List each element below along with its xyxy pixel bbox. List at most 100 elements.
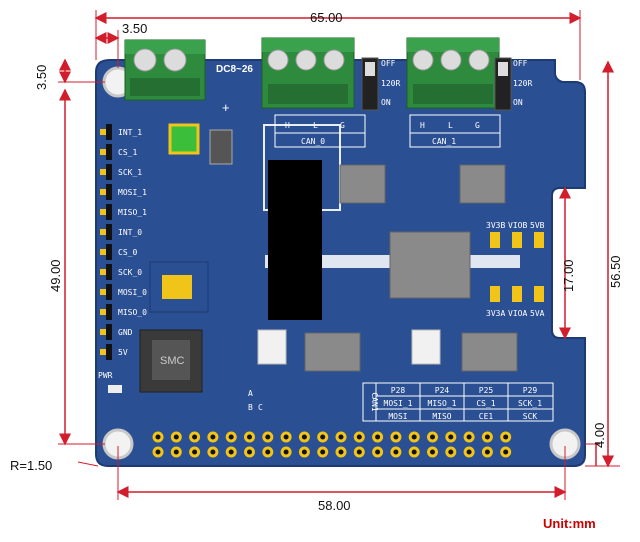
jumper-label: VIOB <box>508 221 527 230</box>
jumper-label: 5VB <box>530 221 545 230</box>
pin-label: INT_0 <box>118 228 142 237</box>
can-controller-chip <box>389 231 471 299</box>
pin-label: MISO_1 <box>118 208 147 217</box>
power-label: DC8~26 <box>216 64 253 75</box>
pin-table-cell: P24 <box>435 386 450 395</box>
header-housing <box>106 284 112 300</box>
jumper-pad <box>534 232 544 248</box>
header-housing <box>106 324 112 340</box>
gpio-hole <box>210 434 216 440</box>
gpio-hole <box>430 449 435 455</box>
dim-width-bottom: 58.00 <box>318 498 351 513</box>
ac-a: A <box>248 389 253 398</box>
header-housing <box>106 164 112 180</box>
gpio-hole <box>338 449 344 455</box>
dim-height-left: 49.00 <box>48 259 63 292</box>
pin-table-cell: SCK_1 <box>518 399 542 408</box>
gpio-hole <box>484 449 490 455</box>
jumper-pad <box>490 232 500 248</box>
header-housing <box>106 124 112 140</box>
chip-lower-right <box>461 332 518 372</box>
gpio-hole <box>393 449 399 455</box>
pin-label: MOSI_1 <box>118 188 147 197</box>
gpio-hole <box>338 434 344 440</box>
power-terminal <box>124 39 206 101</box>
can1-label: CAN_1 <box>432 137 456 146</box>
pin-table-cell: CS_1 <box>476 399 495 408</box>
dim-radius: R=1.50 <box>10 458 99 473</box>
header-housing <box>106 304 112 320</box>
pin-label: CS_0 <box>118 248 137 257</box>
gpio-hole <box>192 434 198 440</box>
jumper-label: 5VA <box>530 309 545 318</box>
jumper-pad <box>512 286 522 302</box>
pin-table-cell: MISO <box>432 412 451 421</box>
gpio-hole <box>320 449 326 455</box>
header-housing <box>106 244 112 260</box>
header-housing <box>106 344 112 360</box>
pin-table-cell: P25 <box>479 386 494 395</box>
gpio-hole <box>228 449 234 455</box>
switch-can0: OFF 120R ON <box>361 57 400 111</box>
pwr-label: PWR <box>98 371 113 380</box>
gpio-hole <box>155 434 161 440</box>
gpio-hole <box>210 449 216 455</box>
gpio-hole <box>375 434 381 440</box>
gpio-hole <box>173 434 179 440</box>
header-housing <box>106 144 112 160</box>
svg-text:SMC: SMC <box>160 355 185 367</box>
svg-text:L: L <box>313 121 318 130</box>
jumper-label: VIOA <box>508 309 527 318</box>
svg-text:H: H <box>420 121 425 130</box>
capacitor-left <box>257 329 287 365</box>
dim-right: 56.50 <box>585 60 623 468</box>
dim-height-right: 56.50 <box>608 255 623 288</box>
gpio-hole <box>192 449 198 455</box>
gpio-hole <box>301 434 307 440</box>
unit-label: Unit:mm <box>543 516 596 531</box>
svg-text:ON: ON <box>381 98 391 107</box>
pin-labels: INT_1CS_1SCK_1MOSI_1MISO_1INT_0CS_0SCK_0… <box>118 128 147 357</box>
pin-table-side: CAN1 <box>370 392 379 411</box>
dim-left: 49.00 <box>48 88 105 446</box>
ac-b: B <box>248 403 253 412</box>
svg-text:120R: 120R <box>513 79 532 88</box>
gpio-hole <box>283 434 289 440</box>
gpio-hole <box>320 434 326 440</box>
pin-table-frame <box>362 382 554 422</box>
gpio-hole <box>393 434 399 440</box>
dim-width-top: 65.00 <box>310 10 343 25</box>
gpio-hole <box>283 449 289 455</box>
pwr-led <box>108 385 122 393</box>
pin-table-cell: MISO_1 <box>428 399 457 408</box>
gpio-hole <box>301 449 307 455</box>
can0-hlg: H L G CAN_0 <box>274 114 366 148</box>
pin-table-cell: P28 <box>391 386 406 395</box>
pin-label: SCK_1 <box>118 168 142 177</box>
gpio-hole <box>503 449 509 455</box>
dim-offset-left: 3.50 <box>34 58 105 90</box>
chip-lower-left <box>304 332 361 372</box>
pin-table-cell: P29 <box>523 386 538 395</box>
can0-label: CAN_0 <box>301 137 325 146</box>
header-housing <box>106 224 112 240</box>
transceiver-chip-0 <box>339 164 386 204</box>
gpio-hole <box>448 434 454 440</box>
svg-text:L: L <box>448 121 453 130</box>
header-housing <box>106 264 112 280</box>
gpio-hole <box>356 449 362 455</box>
redacted-block <box>268 160 322 320</box>
gpio-hole <box>430 434 435 440</box>
gpio-hole <box>265 434 271 440</box>
dim-top: 65.00 <box>94 10 582 80</box>
gpio-hole <box>484 434 490 440</box>
gpio-hole <box>375 449 381 455</box>
pin-header <box>100 124 112 360</box>
transceiver-chip-1 <box>459 164 506 204</box>
gpio-hole <box>247 449 252 455</box>
pin-label: MOSI_0 <box>118 288 147 297</box>
gpio-hole <box>448 449 454 455</box>
gpio-hole <box>155 449 161 455</box>
